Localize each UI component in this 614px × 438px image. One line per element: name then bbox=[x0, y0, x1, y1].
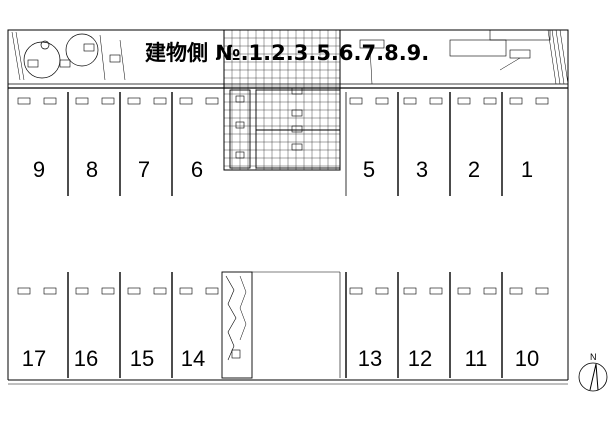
central-walkway bbox=[221, 271, 341, 379]
stall-tag bbox=[179, 287, 193, 295]
stall-number-8: 8 bbox=[86, 157, 98, 182]
stall-tag bbox=[17, 287, 31, 295]
stall-tag bbox=[457, 97, 471, 105]
stall-tag bbox=[403, 97, 417, 105]
stall-tag bbox=[153, 287, 167, 295]
stall-number-13: 13 bbox=[358, 346, 382, 371]
stall-tag bbox=[375, 97, 389, 105]
stall-tag bbox=[429, 97, 443, 105]
stall-tag bbox=[457, 287, 471, 295]
stall-tag bbox=[205, 97, 219, 105]
stall-number-16: 16 bbox=[74, 346, 98, 371]
stall-number-9: 9 bbox=[33, 157, 45, 182]
stall-tag bbox=[509, 97, 523, 105]
stall-tag bbox=[205, 287, 219, 295]
stall-number-14: 14 bbox=[181, 346, 205, 371]
stall-number-15: 15 bbox=[130, 346, 154, 371]
stall-tags bbox=[17, 97, 549, 295]
stall-number-7: 7 bbox=[138, 157, 150, 182]
stall-tag bbox=[483, 97, 497, 105]
stall-tag bbox=[75, 287, 89, 295]
stall-tag bbox=[17, 97, 31, 105]
stall-tag bbox=[349, 97, 363, 105]
stall-tag bbox=[509, 287, 523, 295]
stall-tag bbox=[429, 287, 443, 295]
plan-title: 建物側 №.1.2.3.5.6.7.8.9. bbox=[145, 41, 429, 65]
stall-number-11: 11 bbox=[465, 346, 488, 371]
stall-number-10: 10 bbox=[515, 346, 539, 371]
stall-tag bbox=[535, 97, 549, 105]
stall-tag bbox=[101, 97, 115, 105]
stall-tag bbox=[127, 287, 141, 295]
stall-tag bbox=[43, 287, 57, 295]
north-arrow: N bbox=[578, 352, 608, 392]
central-grid-area bbox=[223, 29, 341, 171]
stall-tag bbox=[101, 287, 115, 295]
stall-number-17: 17 bbox=[22, 346, 46, 371]
stall-tag bbox=[179, 97, 193, 105]
top-row-stall-numbers: 9 8 7 6 5 3 2 1 bbox=[33, 157, 533, 182]
stall-tag bbox=[375, 287, 389, 295]
lot-boundary bbox=[7, 88, 569, 385]
stall-number-3: 3 bbox=[416, 157, 428, 182]
stall-tag bbox=[483, 287, 497, 295]
stall-tag bbox=[153, 97, 167, 105]
stall-tag bbox=[75, 97, 89, 105]
stall-tag bbox=[43, 97, 57, 105]
stall-dividers bbox=[67, 92, 503, 378]
stall-number-1: 1 bbox=[521, 157, 533, 182]
north-label: N bbox=[590, 352, 597, 362]
stall-number-12: 12 bbox=[408, 346, 432, 371]
stall-tag bbox=[349, 287, 363, 295]
stall-tag bbox=[535, 287, 549, 295]
stall-number-5: 5 bbox=[363, 157, 375, 182]
stall-tag bbox=[127, 97, 141, 105]
bottom-row-stall-numbers: 17 16 15 14 13 12 11 10 bbox=[22, 346, 539, 371]
north-arrow-icon bbox=[589, 363, 599, 391]
compass-circle-icon bbox=[578, 362, 608, 392]
stall-number-6: 6 bbox=[191, 157, 203, 182]
stall-number-2: 2 bbox=[468, 157, 480, 182]
stall-tag bbox=[403, 287, 417, 295]
